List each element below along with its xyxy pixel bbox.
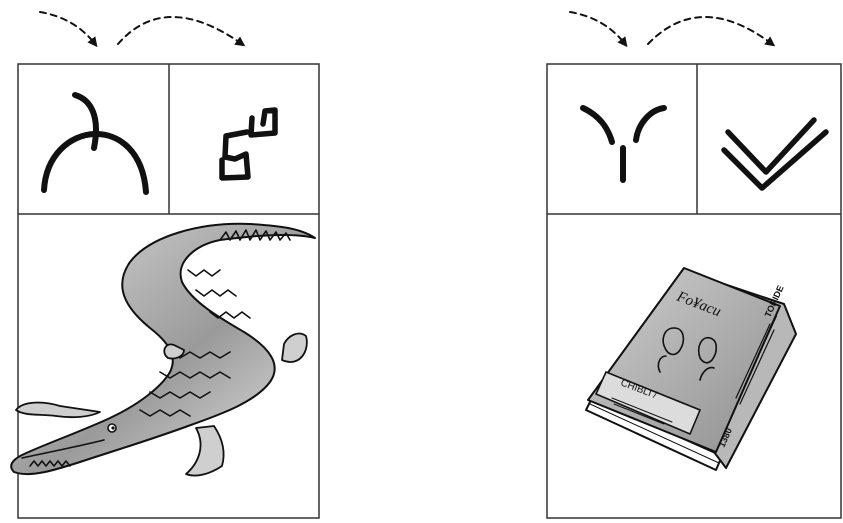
arc-with-hook-symbol (41, 92, 149, 195)
right-card: Fo¥acu CHIBLI / TORIDE 1380 (546, 11, 842, 519)
double-chevron-symbol (721, 117, 829, 191)
book-picture: Fo¥acu CHIBLI / TORIDE 1380 (585, 267, 797, 471)
split-y-symbol (580, 105, 667, 183)
right-card-arrow-out (647, 16, 776, 47)
left-card-arrow-out (117, 16, 246, 47)
crocodile-picture (10, 222, 316, 477)
zigzag-symbol (219, 107, 278, 181)
left-card (10, 11, 320, 519)
right-card-arrow-in (569, 11, 628, 48)
left-card-arrow-in (39, 11, 98, 48)
